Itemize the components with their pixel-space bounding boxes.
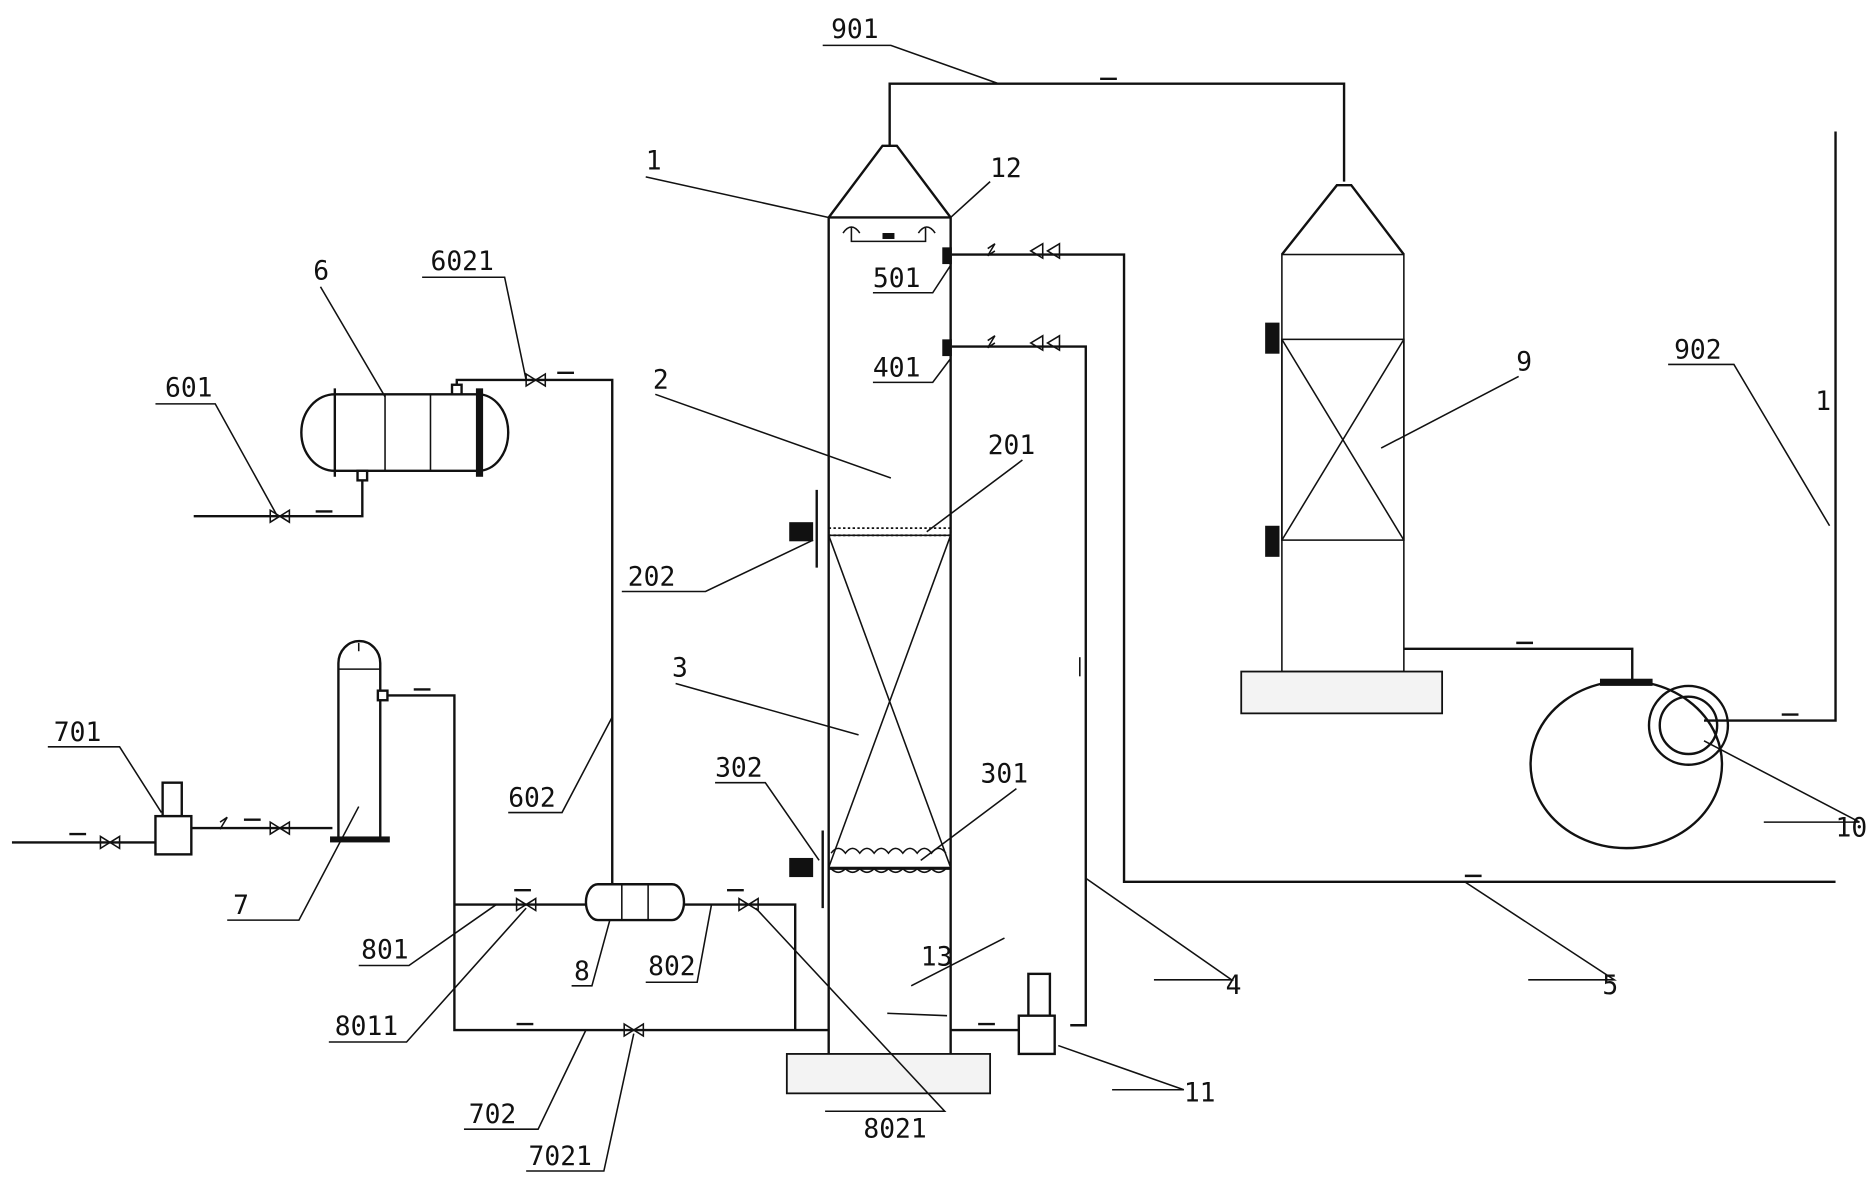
label-13: 13 — [921, 943, 953, 973]
heat-exchanger-6 — [300, 383, 510, 482]
label-8021: 8021 — [863, 1115, 926, 1145]
pump-701 — [11, 781, 333, 856]
valve-401 — [987, 334, 1061, 352]
pipe-601 — [193, 480, 364, 518]
pipe-to-fan — [1403, 647, 1634, 684]
pipe-702 — [387, 694, 829, 1032]
label-11: 11 — [1184, 1079, 1216, 1109]
valve-501 — [987, 242, 1061, 260]
spray-distributor-201 — [827, 527, 952, 537]
label-12: 12 — [990, 154, 1022, 184]
label-7: 7 — [233, 891, 249, 921]
label-1-outlet: 1 — [1815, 387, 1831, 417]
gas-pipe-901 — [888, 82, 1346, 182]
fan-10 — [1529, 131, 1837, 850]
label-702: 702 — [469, 1100, 516, 1130]
label-10: 10 — [1836, 813, 1868, 843]
label-501: 501 — [873, 264, 920, 294]
main-column — [785, 144, 992, 1095]
label-202: 202 — [628, 563, 675, 593]
labels: 1 12 901 501 401 2 201 202 3 302 301 13 … — [54, 15, 1867, 1172]
label-2: 2 — [653, 365, 669, 395]
pump-11 — [950, 972, 1056, 1056]
label-201: 201 — [988, 431, 1035, 461]
label-401: 401 — [873, 353, 920, 383]
leader-lines — [47, 44, 1860, 1172]
label-6: 6 — [313, 257, 329, 287]
label-3: 3 — [672, 653, 688, 683]
label-902: 902 — [1674, 335, 1721, 365]
label-9: 9 — [1516, 347, 1532, 377]
label-8: 8 — [574, 957, 590, 987]
label-802: 802 — [648, 952, 695, 982]
label-601: 601 — [165, 374, 212, 404]
demister — [842, 226, 936, 243]
label-8011: 8011 — [335, 1012, 398, 1042]
column-foundation — [785, 1053, 992, 1095]
label-901: 901 — [831, 15, 878, 45]
label-602: 602 — [508, 784, 555, 814]
pipe-4 — [951, 345, 1087, 1027]
label-302: 302 — [715, 754, 762, 784]
label-801: 801 — [361, 935, 408, 965]
label-6021: 6021 — [430, 247, 493, 277]
label-7021: 7021 — [529, 1142, 592, 1172]
column-top-cone — [827, 144, 952, 219]
label-701: 701 — [54, 718, 101, 748]
pipe-802 — [683, 903, 797, 1031]
distributor-301 — [830, 847, 947, 855]
label-5: 5 — [1602, 971, 1618, 1001]
tower-9 — [1240, 184, 1444, 715]
filter-column-7 — [330, 639, 390, 843]
label-301: 301 — [981, 760, 1028, 790]
label-1: 1 — [646, 147, 662, 177]
vessel-8 — [584, 883, 686, 922]
label-4: 4 — [1226, 971, 1242, 1001]
